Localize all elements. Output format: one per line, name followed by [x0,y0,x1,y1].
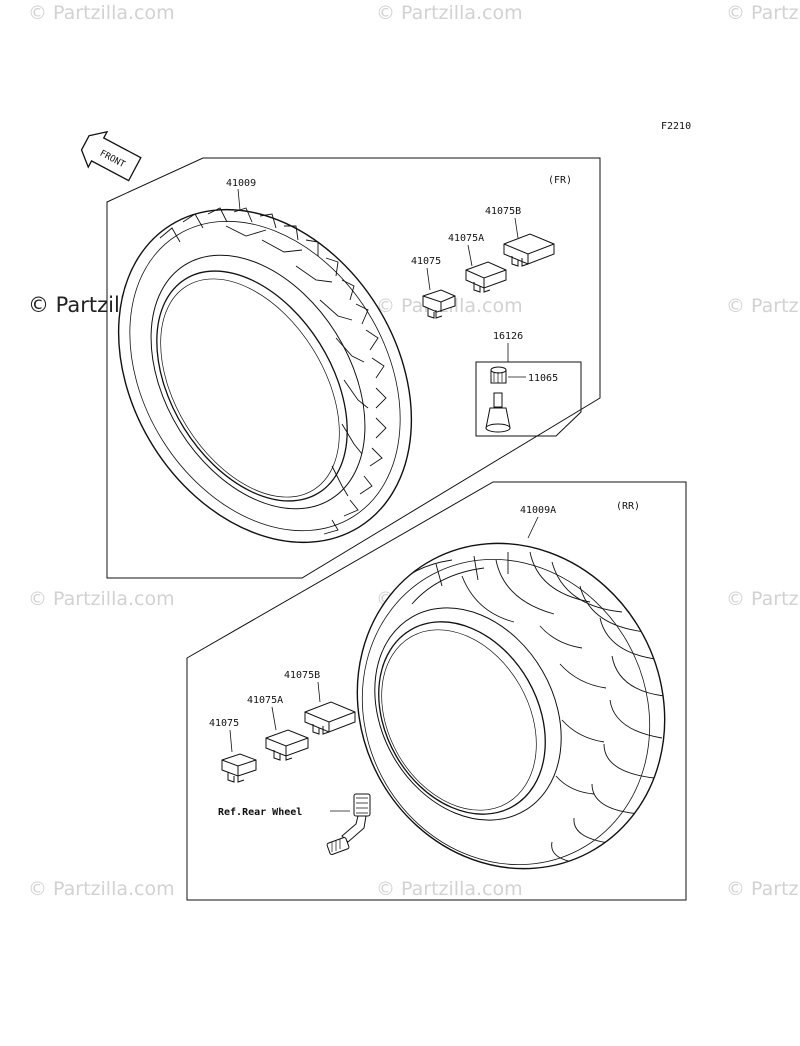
front-tire-label: 41009 [226,178,256,189]
rear-balance-weight-41075a [265,729,309,761]
rear-valve-ref-label: Ref.Rear Wheel [218,807,302,818]
rear-tire-label: 41009A [520,505,556,516]
rear-angled-valve [326,793,371,855]
valve-kit-label: 16126 [493,331,523,342]
rear-section-title: (RR) [616,501,640,512]
watermark: © Partz [726,588,799,610]
front-tire [117,207,413,544]
valve-cap-label: 11065 [528,373,558,384]
front-weight-41075b-label: 41075B [485,206,521,217]
watermark: © Partzilla.com [28,588,175,610]
watermark: © Partz [726,878,799,900]
front-balance-weight-41075 [422,289,456,319]
front-arrow-icon: FRONT [80,130,142,182]
valve-cap [490,366,507,384]
rear-weight-41075-label: 41075 [209,718,239,729]
front-balance-weight-41075b [503,233,555,267]
tire-valve [485,392,511,433]
watermark: © Partz [726,2,799,24]
watermark: © Partzilla.com [28,2,175,24]
watermark: © Partzilla.com [28,878,175,900]
front-weight-41075a-label: 41075A [448,233,484,244]
front-section-title: (FR) [548,175,572,186]
watermark: © Partzilla.com [376,878,523,900]
rear-weight-41075a-label: 41075A [247,695,283,706]
rear-balance-weight-41075 [221,753,257,783]
rear-balance-weight-41075b [304,701,356,735]
front-weight-41075-label: 41075 [411,256,441,267]
valve-kit-frame [475,361,582,437]
figure-code: F2210 [661,121,691,132]
rear-section-frame [186,481,687,901]
watermark: © Partzilla.com [376,2,523,24]
rear-tire [356,542,666,870]
front-balance-weight-41075a [465,261,507,293]
watermark: © Partz [726,295,799,317]
rear-weight-41075b-label: 41075B [284,670,320,681]
front-section-frame [106,157,601,579]
